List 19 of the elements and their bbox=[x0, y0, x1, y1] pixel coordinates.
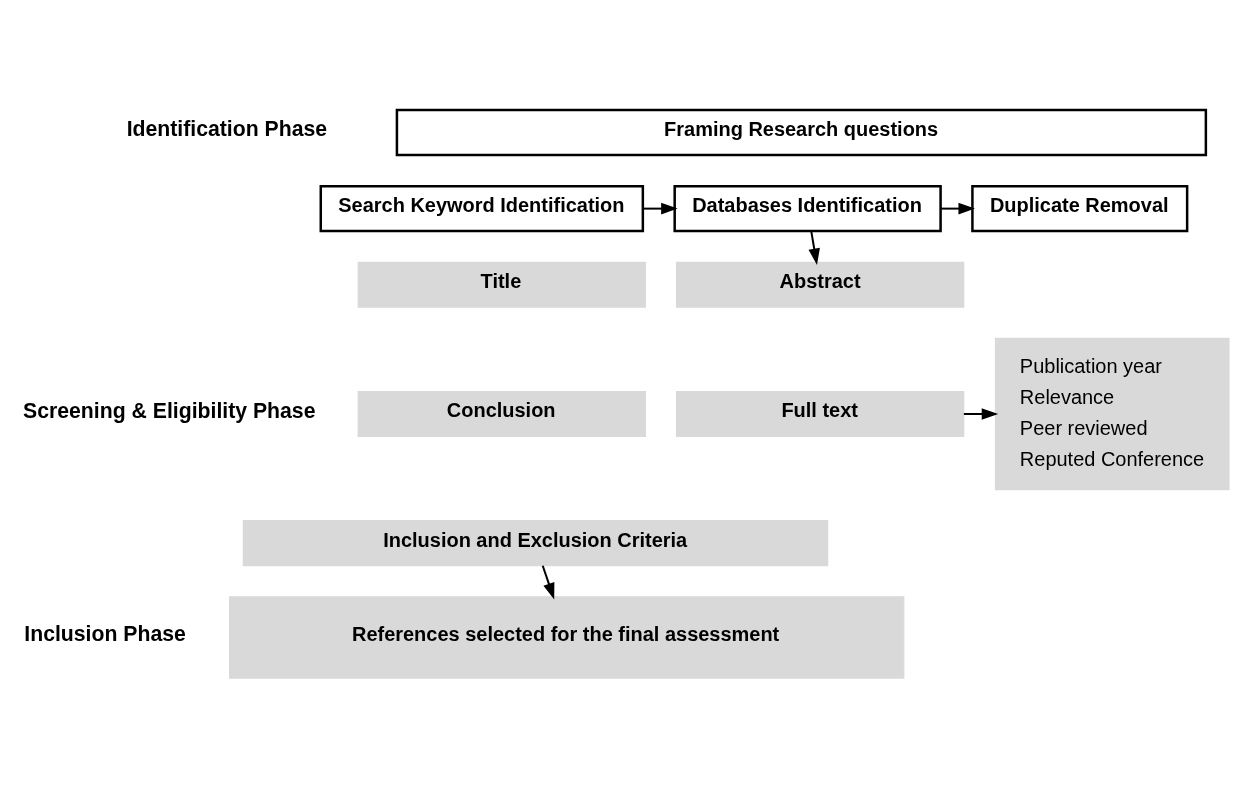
node-box: Search Keyword Identification bbox=[319, 184, 645, 233]
label: Identification Phase bbox=[126, 117, 328, 141]
label: Inclusion Phase bbox=[24, 622, 186, 646]
node-box: Framing Research questions bbox=[395, 108, 1208, 157]
arrow bbox=[940, 202, 975, 215]
node-box: Title bbox=[357, 261, 646, 308]
arrow bbox=[808, 230, 820, 265]
arrow bbox=[962, 408, 999, 420]
arrow bbox=[541, 564, 555, 600]
node-box: Databases Identification bbox=[673, 184, 942, 233]
node-box: Inclusion and Exclusion Criteria bbox=[242, 520, 829, 567]
node-box: Conclusion bbox=[357, 390, 646, 438]
node-box: Abstract bbox=[675, 261, 965, 308]
label: Screening & Eligibility Phase bbox=[23, 398, 316, 422]
arrow bbox=[642, 202, 678, 215]
node-box: Publication year Relevance Peer reviewed Reputed Conference bbox=[994, 337, 1230, 491]
node-box: Duplicate Removal bbox=[971, 184, 1189, 233]
node-box: Full text bbox=[675, 390, 965, 438]
node-box: References selected for the final assessment bbox=[229, 596, 905, 679]
